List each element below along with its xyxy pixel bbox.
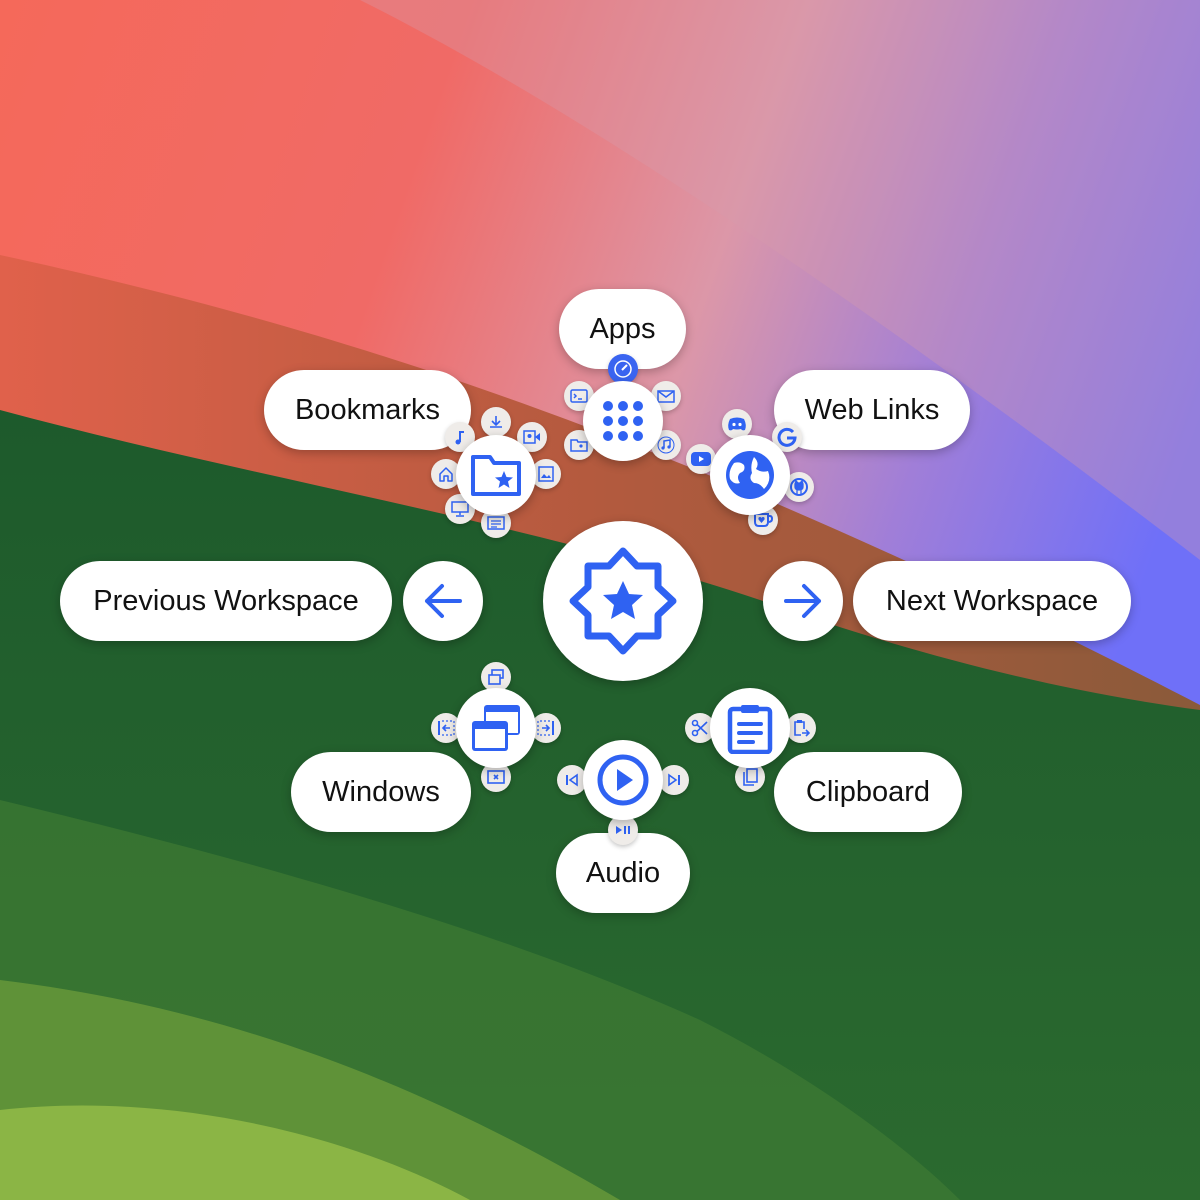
cut-icon	[691, 719, 708, 737]
discord-icon	[728, 417, 746, 431]
clipboard-button[interactable]	[710, 688, 790, 768]
apps-button[interactable]	[583, 381, 663, 461]
audio-child-previous[interactable]	[557, 765, 587, 795]
copy-icon	[743, 768, 758, 786]
next-track-icon	[668, 773, 680, 787]
folder-person-icon	[570, 439, 588, 452]
windows-child-move-right[interactable]	[531, 713, 561, 743]
close-window-icon	[487, 770, 505, 784]
audio-label: Audio	[585, 856, 661, 889]
bookmarks-label-button[interactable]: Bookmarks	[264, 370, 471, 450]
previous-workspace-label-button[interactable]: Previous Workspace	[60, 561, 392, 641]
arrow-left-icon	[425, 584, 462, 618]
restore-window-icon	[488, 669, 504, 685]
audio-button[interactable]	[583, 740, 663, 820]
monitor-icon	[451, 501, 469, 517]
bookmarks-label: Bookmarks	[294, 393, 441, 426]
web-links-button[interactable]	[710, 435, 790, 515]
download-icon	[490, 416, 502, 428]
video-folder-icon	[523, 430, 540, 444]
list-icon	[487, 516, 505, 530]
move-left-icon	[438, 720, 455, 736]
paste-icon	[794, 720, 810, 737]
arrow-right-icon	[784, 584, 821, 618]
image-icon	[538, 466, 554, 482]
windows-child-restore[interactable]	[481, 662, 511, 692]
bookmarks-child-downloads[interactable]	[481, 407, 511, 437]
next-workspace-label: Next Workspace	[885, 584, 1099, 617]
apps-child-music[interactable]	[651, 430, 681, 460]
windows-button[interactable]	[456, 688, 536, 768]
audio-child-next[interactable]	[659, 765, 689, 795]
pie-menu-center[interactable]	[543, 521, 703, 681]
previous-track-icon	[566, 773, 578, 787]
folder-star-icon	[471, 455, 521, 496]
windows-stack-icon	[472, 705, 520, 751]
play-circle-icon	[597, 754, 649, 806]
youtube-icon	[691, 452, 711, 466]
web-links-child-discord[interactable]	[722, 409, 752, 439]
safari-compass-icon	[614, 360, 632, 378]
move-right-icon	[537, 720, 554, 736]
windows-label-button[interactable]: Windows	[291, 752, 471, 832]
bookmarks-child-pictures[interactable]	[531, 459, 561, 489]
play-pause-icon	[616, 826, 630, 834]
next-workspace-label-button[interactable]: Next Workspace	[853, 561, 1131, 641]
clipboard-label: Clipboard	[805, 775, 931, 808]
clipboard-label-button[interactable]: Clipboard	[774, 752, 962, 832]
grid-dots-icon	[603, 401, 643, 441]
google-icon	[777, 427, 797, 447]
windows-label: Windows	[322, 775, 440, 808]
mail-icon	[657, 390, 675, 403]
music-note-icon	[455, 431, 464, 445]
next-workspace-button[interactable]	[763, 561, 843, 641]
audio-child-play-pause[interactable]	[608, 815, 638, 845]
terminal-icon	[570, 389, 588, 403]
previous-workspace-button[interactable]	[403, 561, 483, 641]
apps-label: Apps	[589, 312, 656, 345]
music-note-icon	[657, 436, 675, 454]
audio-label-button[interactable]: Audio	[556, 833, 690, 913]
coffee-heart-icon	[754, 513, 773, 527]
clipboard-icon	[727, 705, 773, 754]
web-links-label-button[interactable]: Web Links	[774, 370, 970, 450]
web-links-child-github[interactable]	[784, 472, 814, 502]
previous-workspace-label: Previous Workspace	[93, 584, 359, 617]
home-icon	[439, 467, 453, 482]
globe-icon	[726, 451, 774, 499]
star-badge-icon	[569, 547, 677, 655]
github-icon	[790, 478, 808, 496]
web-links-label: Web Links	[804, 393, 940, 426]
clipboard-child-paste[interactable]	[786, 713, 816, 743]
bookmarks-button[interactable]	[456, 435, 536, 515]
apps-child-safari[interactable]	[608, 354, 638, 384]
